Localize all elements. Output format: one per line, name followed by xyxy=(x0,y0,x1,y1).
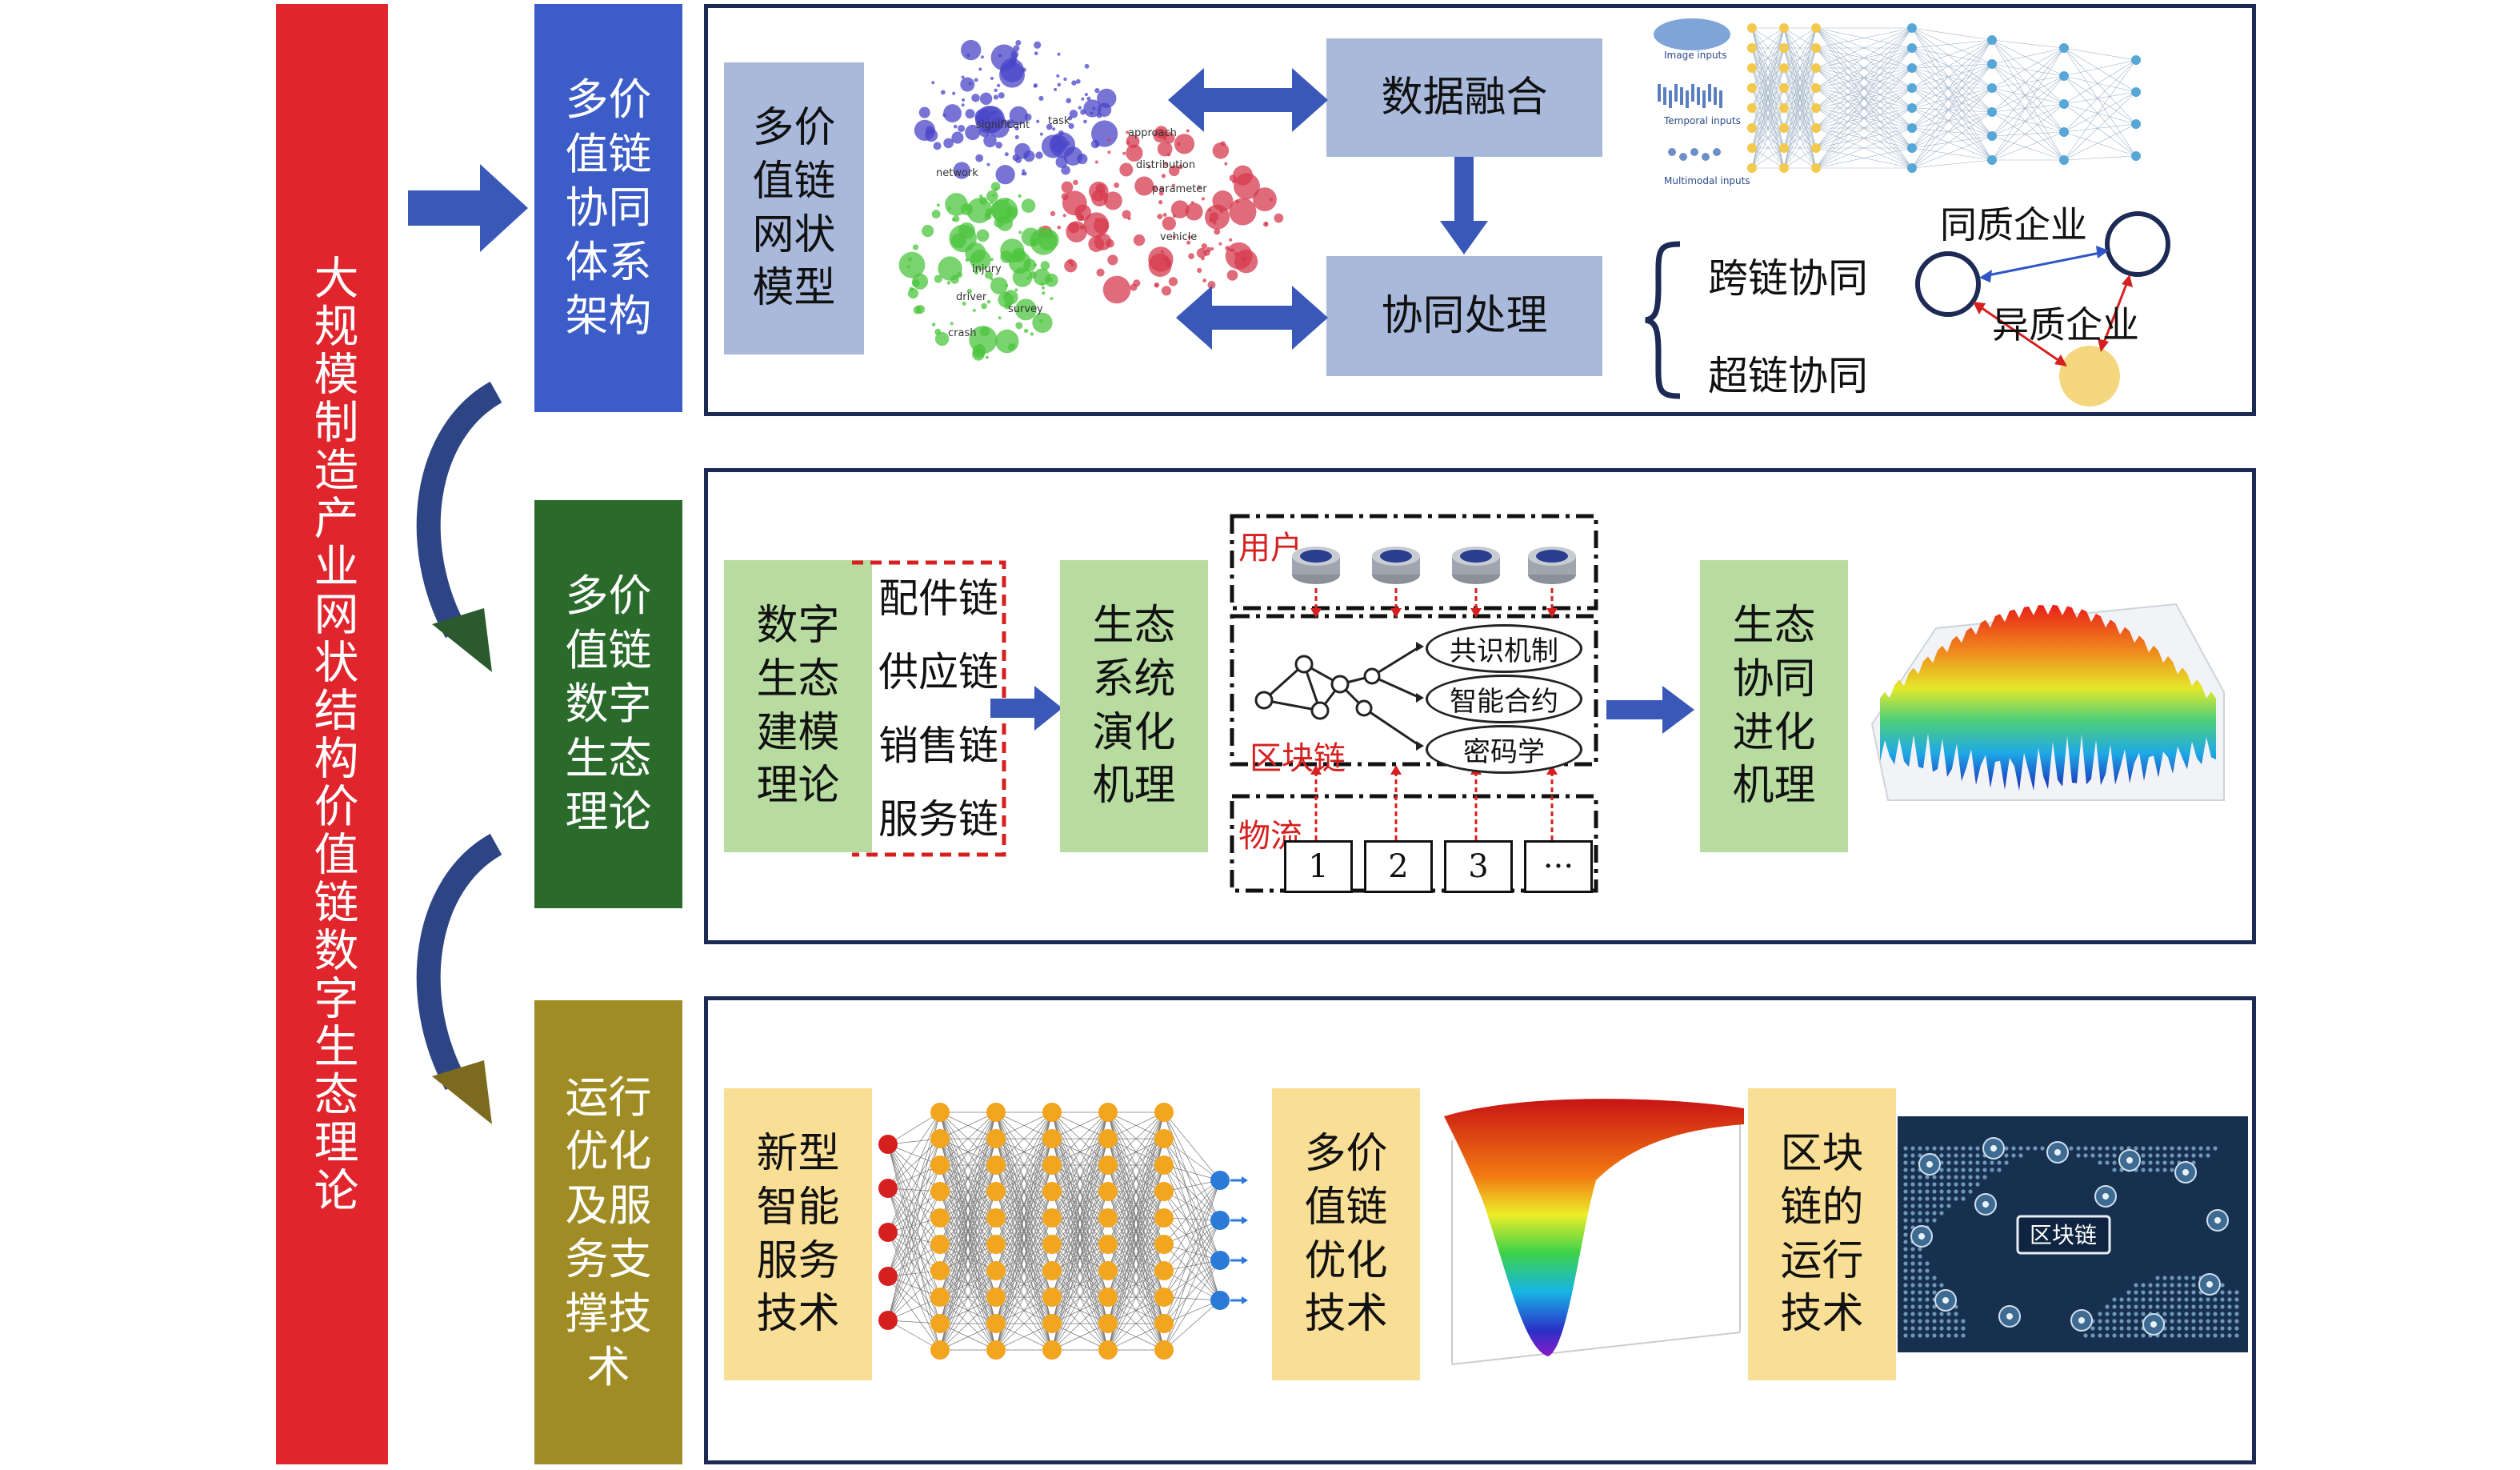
data-fusion-box: 数据融合 xyxy=(1326,38,1602,157)
cluster-word: injury xyxy=(972,263,1002,275)
enterprise-relation-diagram xyxy=(1915,211,2170,407)
cluster-word: parameter xyxy=(1152,183,1207,195)
blockchain-label: 区块链 xyxy=(1250,740,1346,777)
super-chain-text: 超链协同 xyxy=(1708,353,1868,399)
blockchain-run-label: 区块链的运行技术 xyxy=(1780,1130,1864,1339)
nn-input-label: Multimodal inputs xyxy=(1664,175,1750,186)
cluster-word: task xyxy=(1048,115,1070,127)
fitness-landscape-image xyxy=(1870,603,2225,801)
category-support: 运行优化及服务支撑技术 xyxy=(534,1000,682,1464)
cross-chain-text: 跨链协同 xyxy=(1708,255,1868,302)
arrow-to-coevolution xyxy=(1606,686,1694,734)
double-arrow-coprocess xyxy=(1176,286,1328,350)
logistics-node-2: 2 xyxy=(1364,840,1433,893)
user-label: 用户 xyxy=(1238,530,1302,567)
category-support-label: 运行优化及服务支撑技术 xyxy=(565,1071,652,1393)
modeling-label: 数字生态建模理论 xyxy=(756,602,840,811)
evolution-box: 生态系统演化机理 xyxy=(1060,560,1208,852)
coprocess-box: 协同处理 xyxy=(1326,256,1602,376)
category-ecology-label: 多价值链数字生态理论 xyxy=(565,571,652,838)
cluster-word: vehicle xyxy=(1160,231,1197,243)
left-title: 大规模制造产业网状结构价值链数字生态理论 xyxy=(306,254,358,1215)
logistics-node-1: 1 xyxy=(1284,840,1353,893)
category-ecology: 多价值链数字生态理论 xyxy=(534,500,682,908)
blockchain-run-box: 区块链的运行技术 xyxy=(1748,1088,1896,1380)
intelligent-service-label: 新型智能服务技术 xyxy=(756,1130,840,1339)
double-arrow-fusion xyxy=(1168,68,1328,132)
evolution-label: 生态系统演化机理 xyxy=(1092,602,1176,811)
same-enterprise-text: 同质企业 xyxy=(1940,203,2087,246)
curve-arrow-support xyxy=(416,833,502,1124)
arrow-to-architecture xyxy=(408,164,528,252)
category-architecture-label: 多价值链协同体系架构 xyxy=(565,74,652,342)
logistics-node-3: 3 xyxy=(1444,840,1513,893)
blockchain-graph-icon xyxy=(1254,645,1421,747)
mechanism-consensus: 共识机制 xyxy=(1426,624,1582,673)
cluster-bubble-map: task approach parameter distribution vehicle… xyxy=(898,39,1284,361)
nn-input-label: Temporal inputs xyxy=(1663,115,1741,126)
intelligent-service-box: 新型智能服务技术 xyxy=(724,1088,872,1380)
cluster-word: significant xyxy=(976,119,1030,131)
data-fusion-label: 数据融合 xyxy=(1381,73,1548,122)
network-model-box: 多价值链网状模型 xyxy=(724,62,864,354)
category-architecture: 多价值链协同体系架构 xyxy=(534,4,682,412)
mechanism-contract: 智能合约 xyxy=(1426,675,1582,723)
left-title-bar: 大规模制造产业网状结构价值链数字生态理论 xyxy=(276,4,388,1464)
coevolution-box: 生态协同进化机理 xyxy=(1700,560,1848,852)
down-arrow-fusion-to-coprocess xyxy=(1440,157,1488,254)
blockchain-world-map-image: 区块链 xyxy=(1898,1116,2248,1352)
deep-neural-network-image xyxy=(878,1103,1248,1360)
cluster-word: driver xyxy=(956,291,987,303)
chain-supply: 供应链 xyxy=(878,649,998,695)
cluster-word: network xyxy=(936,167,978,179)
coprocess-label: 协同处理 xyxy=(1381,291,1548,340)
blockchain-architecture xyxy=(1230,514,1598,893)
optimization-surface-image xyxy=(1444,1099,1744,1365)
cluster-word: approach xyxy=(1128,127,1177,139)
blockchain-image-text: 区块链 xyxy=(2030,1222,2097,1248)
chain-parts: 配件链 xyxy=(878,575,998,622)
chain-sales: 销售链 xyxy=(878,723,998,769)
arrow-to-evolution xyxy=(990,686,1062,731)
value-chain-optimize-box: 多价值链优化技术 xyxy=(1272,1088,1420,1380)
mechanism-crypto: 密码学 xyxy=(1426,725,1582,774)
brace-icon xyxy=(1645,241,1681,399)
modeling-box: 数字生态建模理论 xyxy=(724,560,872,852)
diff-enterprise-text: 异质企业 xyxy=(1992,303,2139,346)
nn-input-label: Image inputs xyxy=(1664,50,1727,61)
curve-arrow-ecology xyxy=(416,381,502,672)
coevolution-label: 生态协同进化机理 xyxy=(1732,602,1816,811)
value-chain-optimize-label: 多价值链优化技术 xyxy=(1304,1130,1388,1339)
chain-service: 服务链 xyxy=(878,796,998,843)
network-model-label: 多价值链网状模型 xyxy=(752,104,836,313)
cluster-word: crash xyxy=(948,327,976,339)
cluster-word: distribution xyxy=(1136,159,1195,171)
logistics-node-more: ··· xyxy=(1524,840,1593,893)
cluster-word: survey xyxy=(1008,303,1043,315)
